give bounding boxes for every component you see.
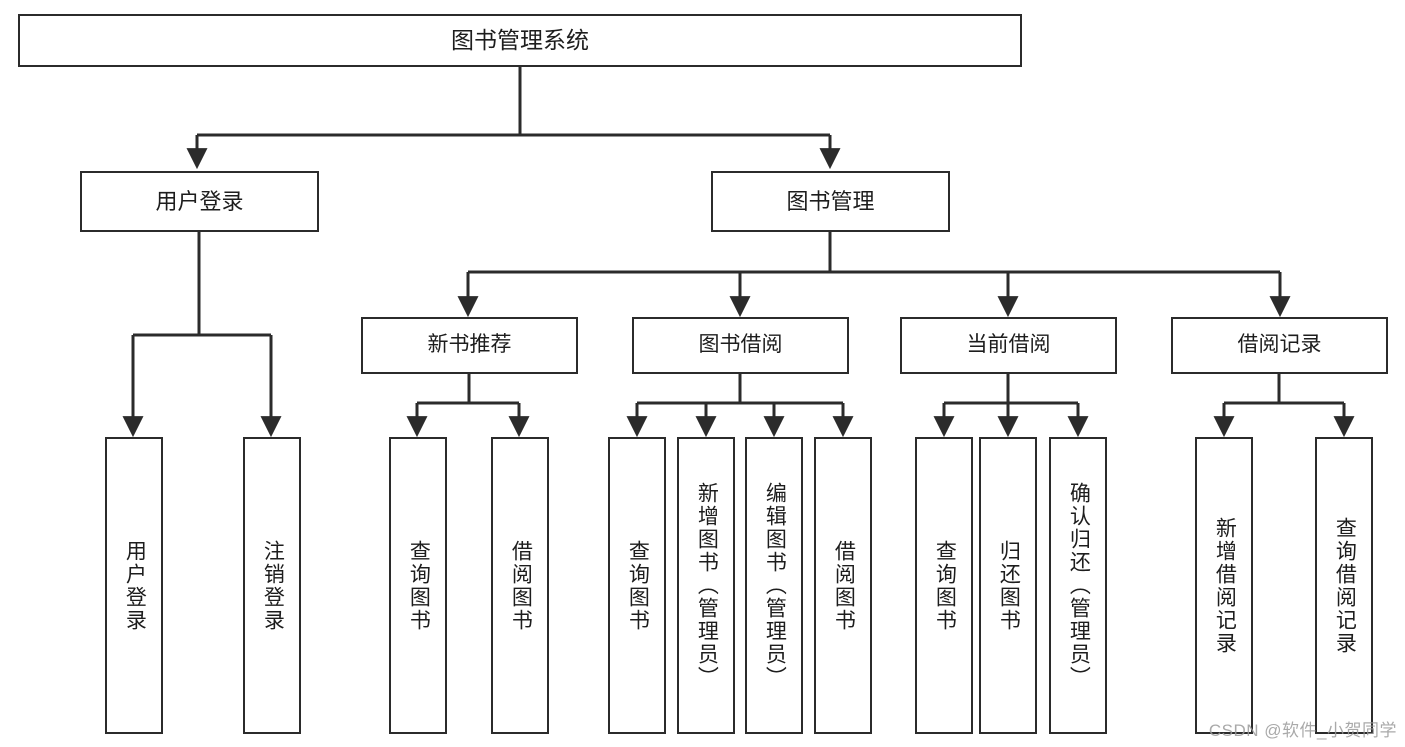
node-user-login[interactable]: 用户登录 [80,171,319,232]
node-label: 图书借阅 [698,333,783,357]
leaf-borrow-query-book[interactable]: 查询图书 [608,437,666,734]
leaf-user-login-login[interactable]: 用户登录 [105,437,163,734]
node-label: 新增借阅记录 [1213,516,1237,655]
node-label: 借阅图书 [509,539,533,632]
node-borrow-record[interactable]: 借阅记录 [1171,317,1388,374]
leaf-current-query-book[interactable]: 查询图书 [915,437,973,734]
node-label: 新书推荐 [427,333,512,357]
edge-bookmgmt-to-level3 [457,232,1291,318]
leaf-newbook-borrow-book[interactable]: 借阅图书 [491,437,549,734]
node-label: 编辑图书（管理员） [763,482,787,689]
node-label: 借阅图书 [832,539,856,632]
node-label: 归还图书 [997,539,1021,632]
node-label: 借阅记录 [1237,333,1322,357]
node-label: 当前借阅 [966,333,1051,357]
leaf-current-return-book[interactable]: 归还图书 [979,437,1037,734]
node-root-system[interactable]: 图书管理系统 [18,14,1022,67]
node-book-management[interactable]: 图书管理 [711,171,950,232]
leaf-current-confirm-return-admin[interactable]: 确认归还（管理员） [1049,437,1107,734]
watermark-text: CSDN @软件_小贺同学 [1208,721,1397,740]
node-label: 用户登录 [155,188,244,214]
leaf-borrow-edit-book-admin[interactable]: 编辑图书（管理员） [745,437,803,734]
leaf-borrow-add-book-admin[interactable]: 新增图书（管理员） [677,437,735,734]
node-label: 查询借阅记录 [1333,516,1357,655]
leaf-borrow-borrow-book[interactable]: 借阅图书 [814,437,872,734]
leaf-newbook-query-book[interactable]: 查询图书 [389,437,447,734]
node-book-borrow[interactable]: 图书借阅 [632,317,849,374]
leaf-user-login-logout[interactable]: 注销登录 [243,437,301,734]
edge-borrow-to-leaves [626,374,854,438]
edge-record-to-leaves [1213,374,1355,438]
node-label: 确认归还（管理员） [1067,482,1091,689]
node-current-borrow[interactable]: 当前借阅 [900,317,1117,374]
leaf-record-add-record[interactable]: 新增借阅记录 [1195,437,1253,734]
edge-userlogin-to-leaves [122,232,282,438]
edge-root-to-level2 [186,67,841,170]
node-label: 图书管理系统 [451,26,589,53]
edge-newbook-to-leaves [406,374,530,438]
edge-current-to-leaves [933,374,1089,438]
node-label: 查询图书 [407,539,431,632]
node-label: 注销登录 [261,539,285,632]
node-label: 用户登录 [123,539,147,632]
leaf-record-query-record[interactable]: 查询借阅记录 [1315,437,1373,734]
node-label: 新增图书（管理员） [695,482,719,689]
node-label: 查询图书 [626,539,650,632]
node-label: 图书管理 [786,188,875,214]
node-label: 查询图书 [933,539,957,632]
node-new-book-recommend[interactable]: 新书推荐 [361,317,578,374]
